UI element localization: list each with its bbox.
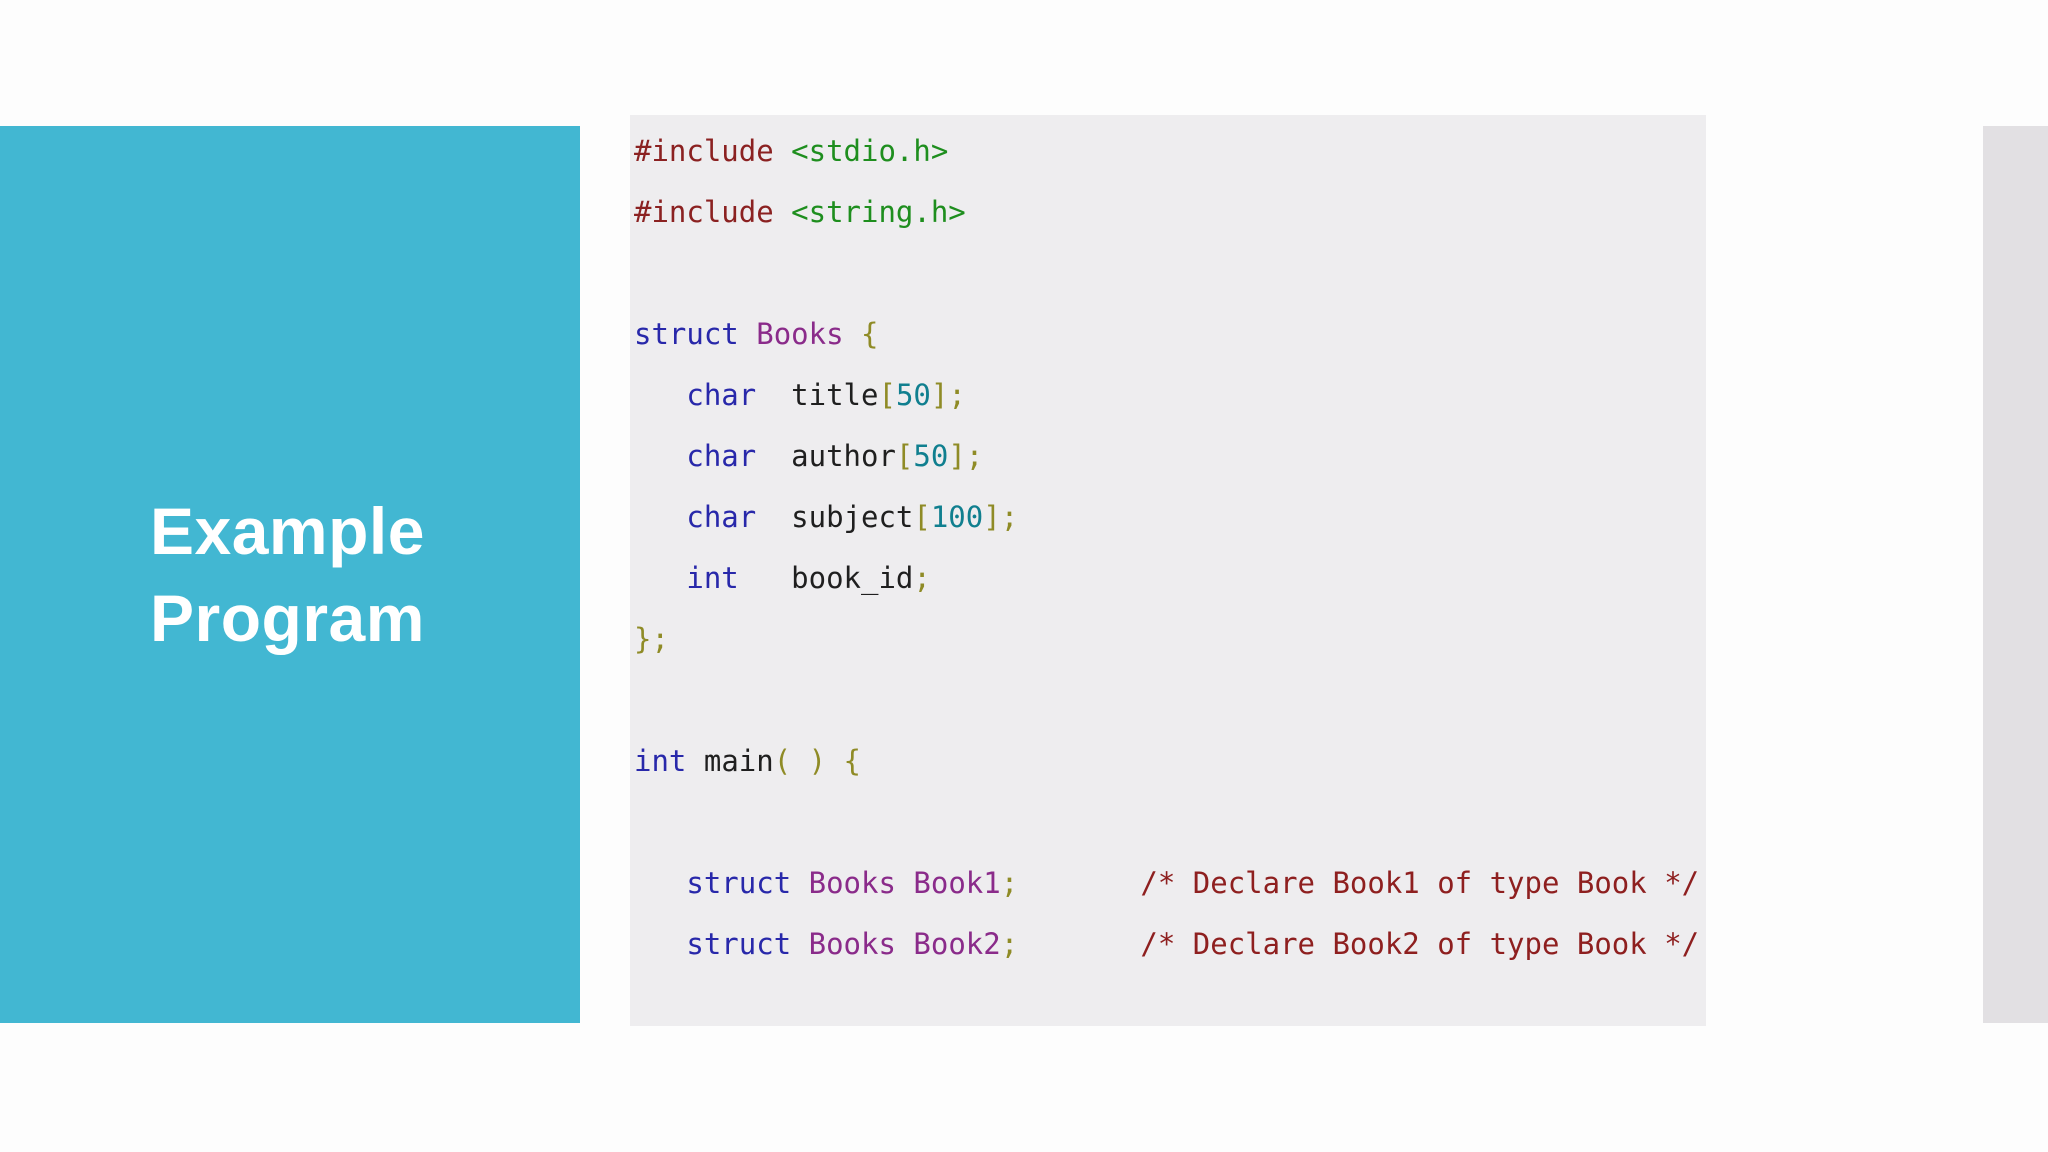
code-line: char title[50];	[686, 378, 966, 412]
code-line: struct Books Book2; /* Declare Book2 of …	[686, 927, 1700, 961]
code-line: char subject[100];	[686, 500, 1019, 534]
code-line: #include <string.h>	[634, 195, 966, 229]
code-line	[634, 792, 1706, 853]
code-line	[634, 670, 1706, 731]
code-line: struct Books Book1; /* Declare Book1 of …	[686, 866, 1700, 900]
title-line-1: Example	[150, 493, 425, 568]
code-line: char author[50];	[686, 439, 984, 473]
code-line	[634, 243, 1706, 304]
code-line: struct Books {	[634, 317, 879, 351]
code-line: int main( ) {	[634, 744, 862, 778]
code-line: int book_id;	[686, 561, 931, 595]
title-line-2: Program	[150, 580, 425, 655]
code-line: };	[634, 622, 669, 656]
code-line: #include <stdio.h>	[634, 134, 949, 168]
code-block: #include <stdio.h> #include <string.h> st…	[634, 121, 1706, 975]
slide-title: Example Program	[150, 488, 425, 662]
next-panel-edge	[1983, 126, 2048, 1023]
code-panel: #include <stdio.h> #include <string.h> st…	[630, 115, 1706, 1026]
title-panel: Example Program	[0, 126, 580, 1023]
